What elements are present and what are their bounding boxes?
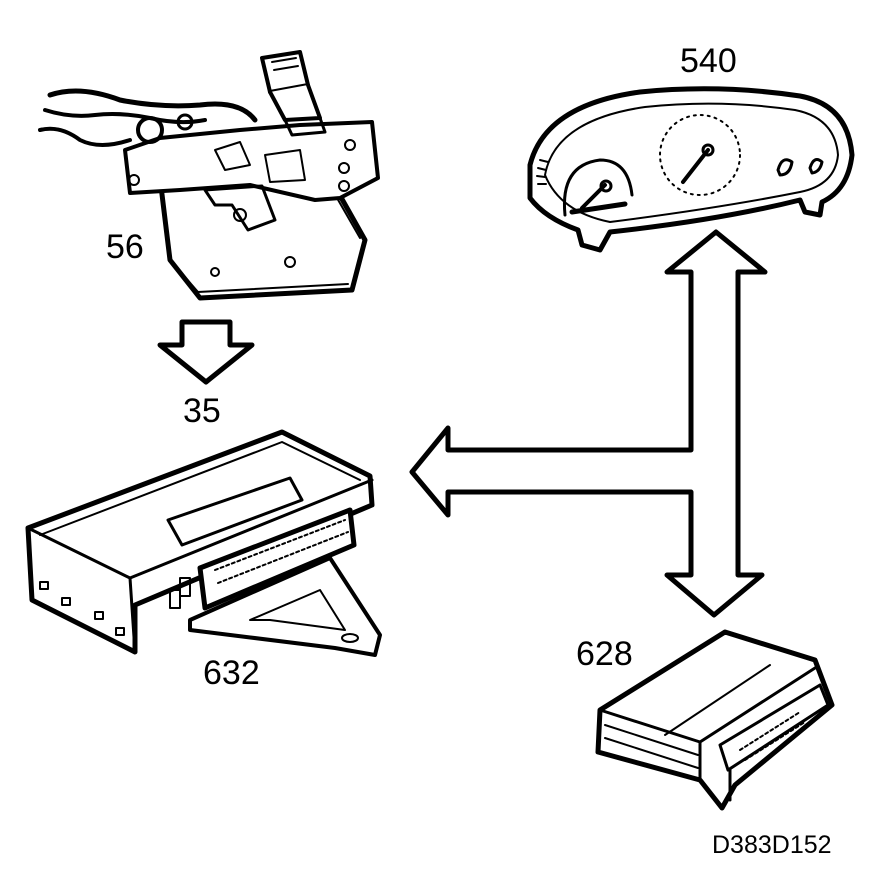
bus-connection-arrow xyxy=(409,229,768,618)
label-56: 56 xyxy=(106,228,144,266)
instrument-cluster-icon xyxy=(527,86,855,253)
lock-mechanism-icon xyxy=(38,50,380,301)
drawing-code: D383D152 xyxy=(712,831,832,859)
electronic-unit-icon xyxy=(595,629,835,811)
control-module-icon xyxy=(25,429,382,657)
label-35: 35 xyxy=(183,392,221,430)
label-628: 628 xyxy=(576,635,633,673)
label-540: 540 xyxy=(680,42,737,80)
label-632: 632 xyxy=(203,654,260,692)
flow-arrow-down xyxy=(157,319,255,385)
